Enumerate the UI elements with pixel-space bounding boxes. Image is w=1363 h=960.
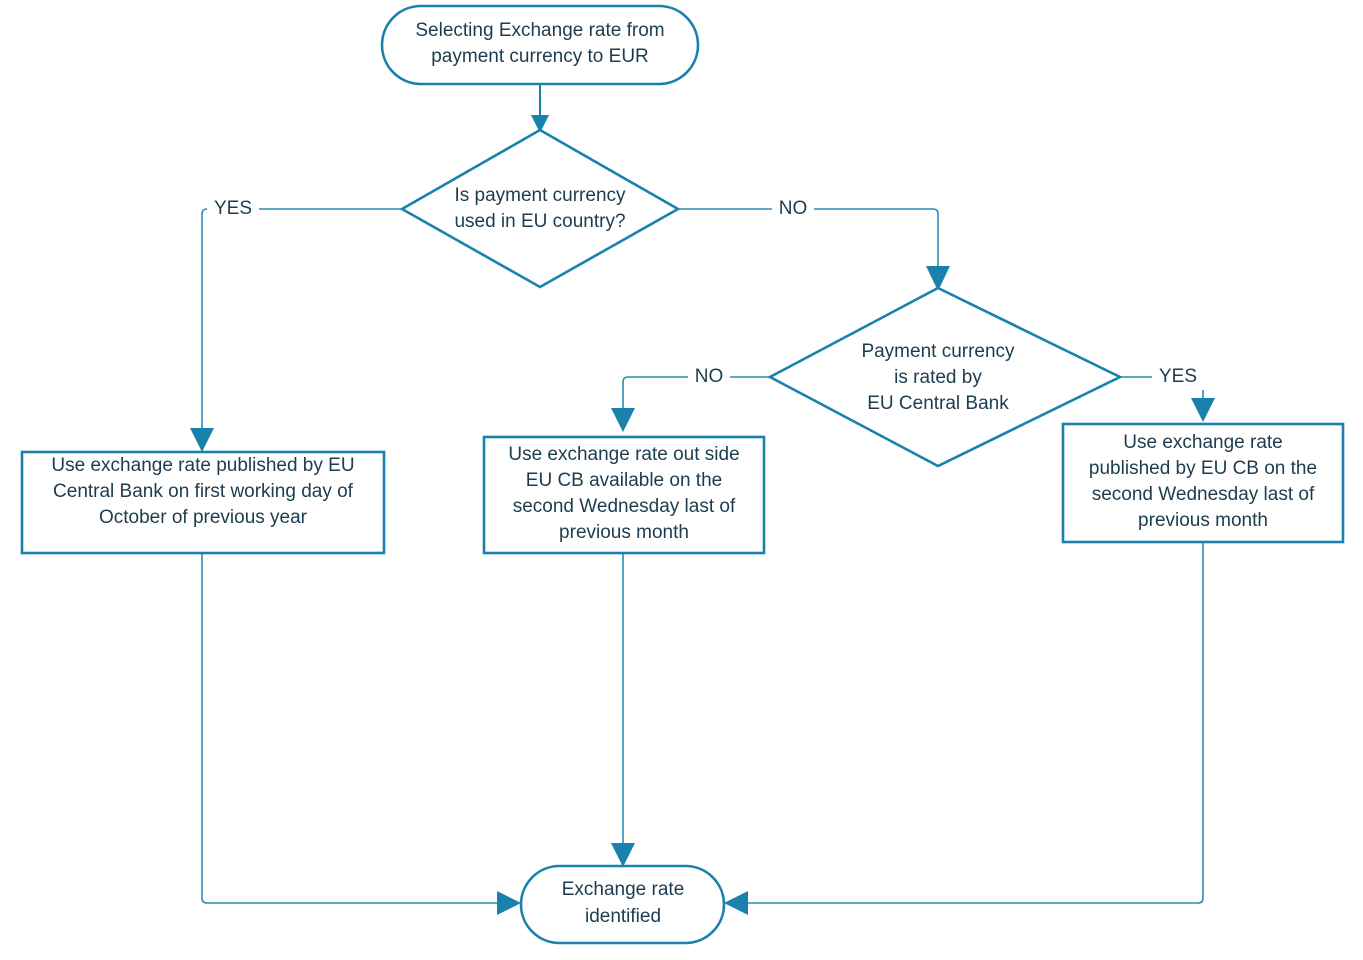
edge-label-yes-2-text: YES xyxy=(1159,366,1197,387)
connector-left-to-end xyxy=(201,553,521,915)
connector-decision1-yes xyxy=(190,208,402,452)
node-end-line-2: identified xyxy=(585,906,661,927)
connector-start-to-decision1 xyxy=(531,84,549,133)
node-start[interactable]: Selecting Exchange rate from payment cur… xyxy=(380,4,700,86)
node-process-left-line-1: Use exchange rate published by EU xyxy=(51,455,354,476)
node-process-right-line-1: Use exchange rate xyxy=(1123,432,1283,453)
node-decision1-line-2: used in EU country? xyxy=(454,211,625,232)
node-end[interactable]: Exchange rate identified xyxy=(519,864,726,945)
node-process-right[interactable]: Use exchange rate published by EU CB on … xyxy=(1061,422,1345,544)
node-decision1-line-1: Is payment currency xyxy=(454,185,626,206)
node-process-middle-line-3: second Wednesday last of xyxy=(513,496,736,517)
connector-right-to-end xyxy=(724,542,1204,915)
node-process-right-line-3: second Wednesday last of xyxy=(1092,484,1315,505)
edge-label-decision2-no: NO xyxy=(688,364,730,390)
node-process-left-line-2: Central Bank on first working day of xyxy=(53,481,354,502)
edge-label-decision2-yes: YES xyxy=(1152,364,1204,390)
edge-label-no-2-text: NO xyxy=(695,366,724,387)
node-process-middle-line-2: EU CB available on the xyxy=(526,470,722,491)
connector-decision1-no xyxy=(678,208,950,291)
node-decision2-line-2: is rated by xyxy=(894,367,982,388)
edge-label-yes-1-text: YES xyxy=(214,198,252,219)
edge-label-decision1-yes: YES xyxy=(207,196,259,222)
node-decision2-line-1: Payment currency xyxy=(861,341,1015,362)
node-start-line-2: payment currency to EUR xyxy=(431,46,649,67)
node-end-line-1: Exchange rate xyxy=(562,879,685,900)
node-process-left[interactable]: Use exchange rate published by EU Centra… xyxy=(20,450,386,555)
connector-middle-to-end xyxy=(611,553,635,867)
node-process-left-line-3: October of previous year xyxy=(99,507,308,528)
node-start-line-1: Selecting Exchange rate from xyxy=(415,20,664,41)
edge-label-no-1-text: NO xyxy=(779,198,808,219)
node-process-middle-line-1: Use exchange rate out side xyxy=(508,444,739,465)
node-decision2-line-3: EU Central Bank xyxy=(867,393,1009,414)
connector-decision2-no xyxy=(611,376,770,432)
node-process-middle-line-4: previous month xyxy=(559,522,689,543)
node-process-middle[interactable]: Use exchange rate out side EU CB availab… xyxy=(482,435,766,555)
node-decision-eu-country[interactable]: Is payment currency used in EU country? xyxy=(399,128,681,289)
node-decision-rated-by-ecb[interactable]: Payment currency is rated by EU Central … xyxy=(767,286,1123,468)
node-process-right-line-4: previous month xyxy=(1138,510,1268,531)
edge-label-decision1-no: NO xyxy=(772,196,814,222)
node-process-right-line-2: published by EU CB on the xyxy=(1089,458,1317,479)
